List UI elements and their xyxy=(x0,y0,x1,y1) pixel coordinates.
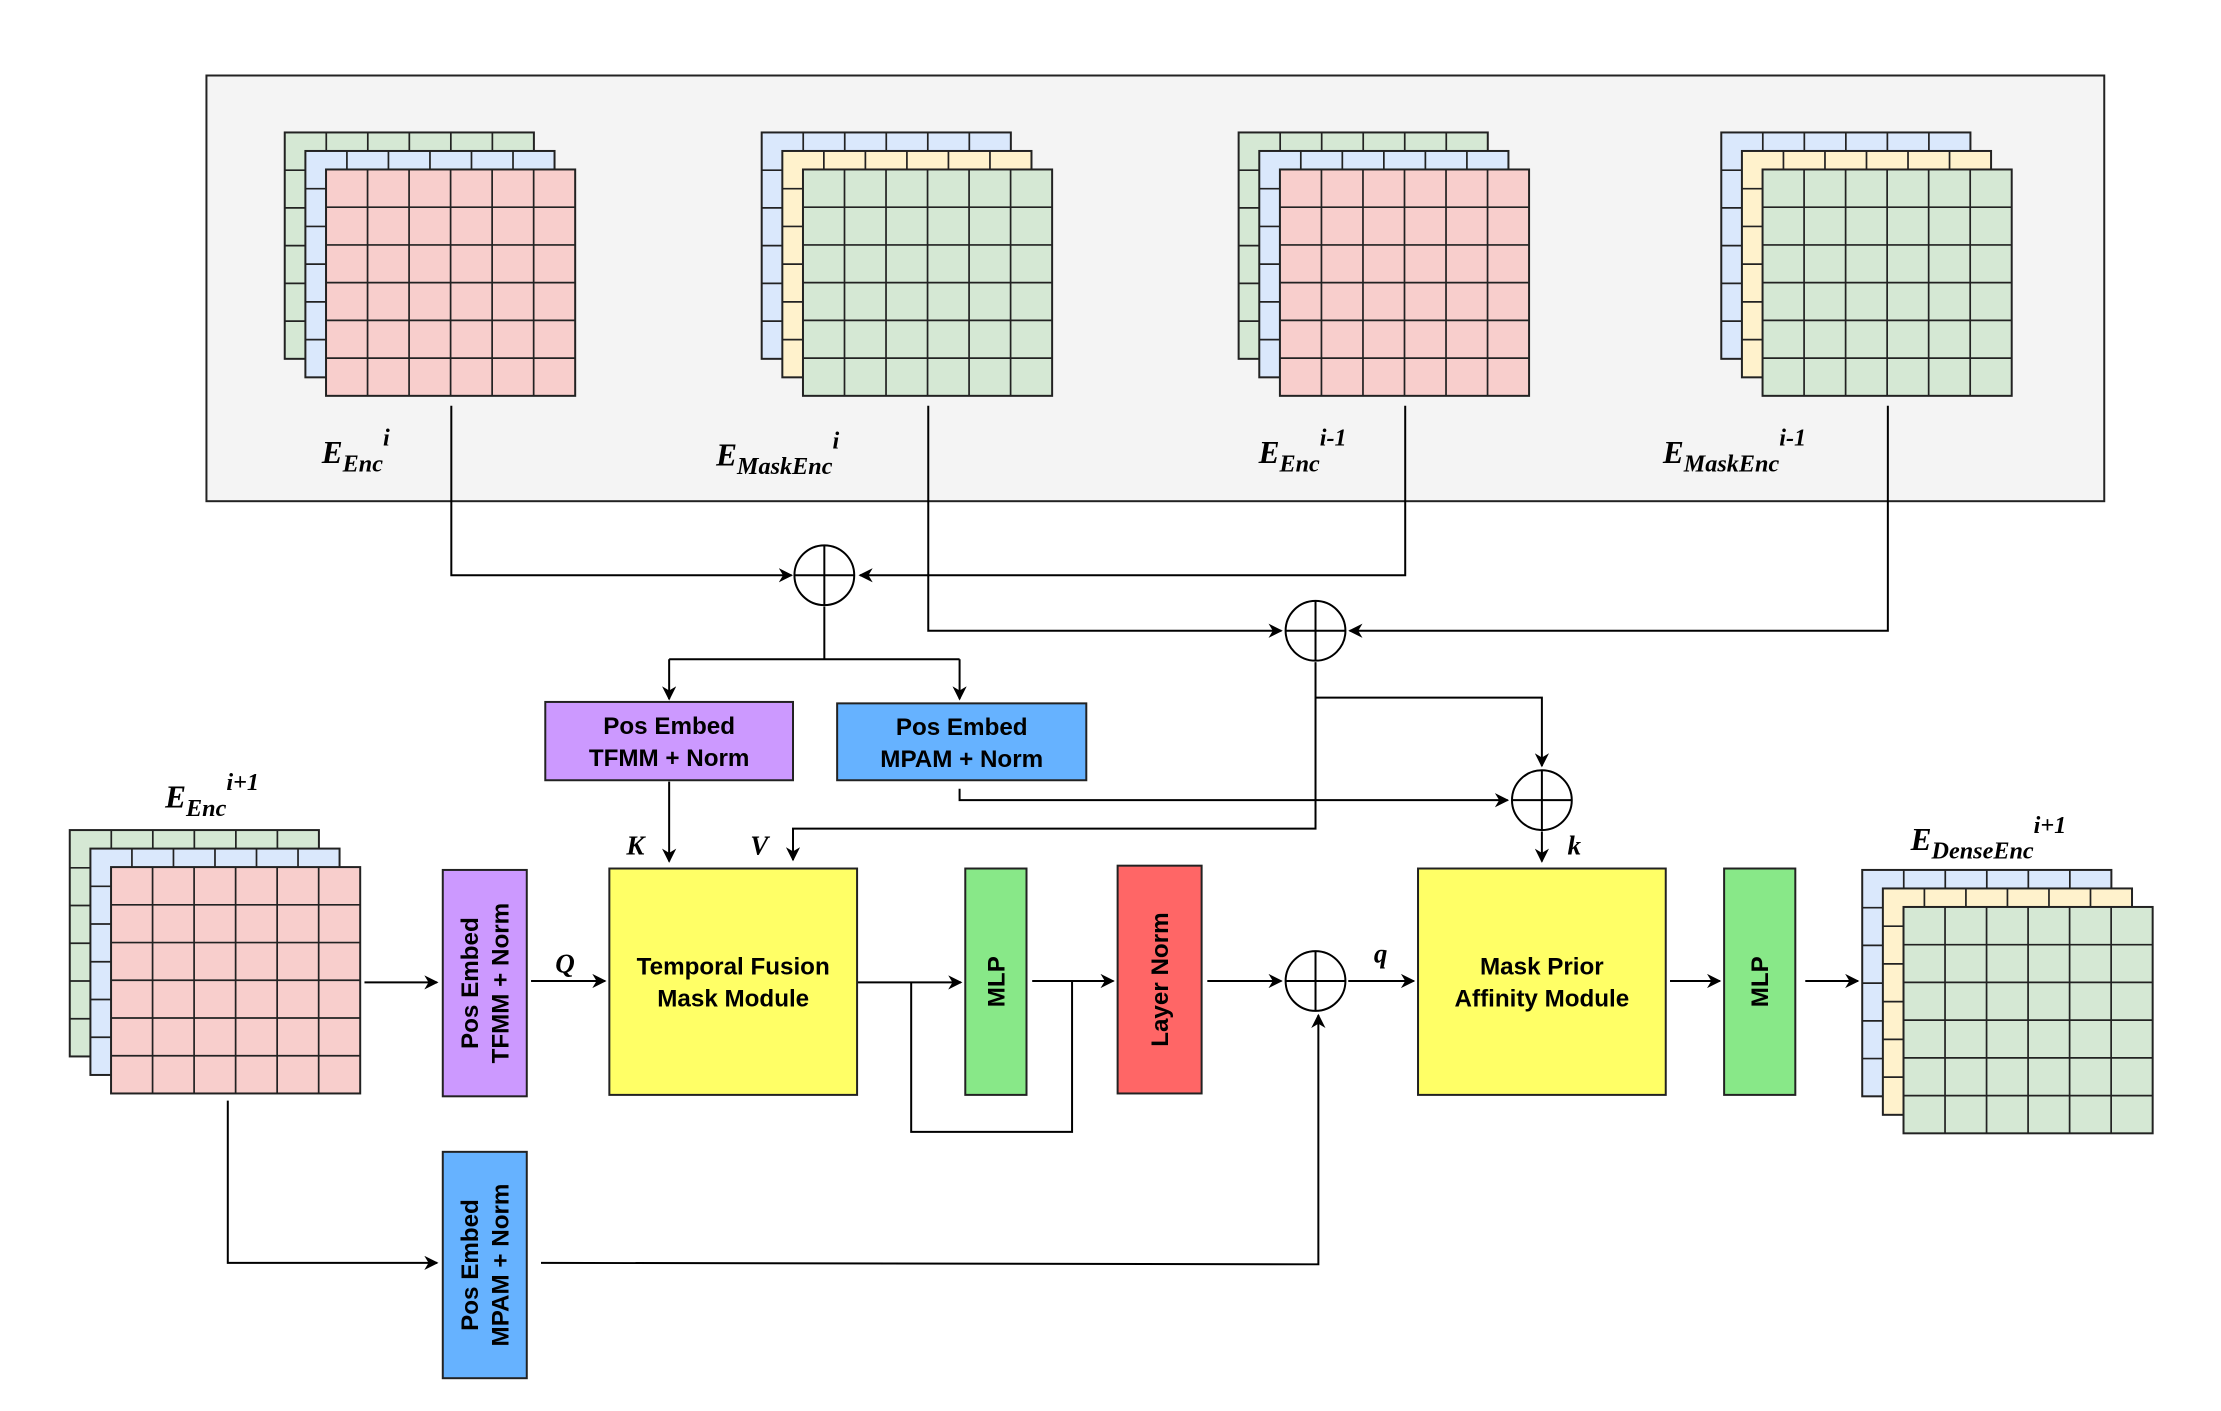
arrow-pos-mpam-to-sum3 xyxy=(958,788,1510,808)
label-line: MLP xyxy=(1747,956,1774,1007)
sum-node-2 xyxy=(1284,599,1347,662)
split-line xyxy=(669,606,960,661)
label-line: MPAM + Norm xyxy=(487,1184,514,1347)
arrow-input-to-pos-mpam xyxy=(226,1100,439,1271)
arrow-pos-mpam-to-sum4 xyxy=(541,1013,1326,1266)
feature-map-layer xyxy=(1278,168,1531,397)
connectors xyxy=(226,405,1889,1271)
plus-sign xyxy=(1285,951,1346,1011)
label-line: Layer Norm xyxy=(1147,912,1174,1046)
label-line: Pos Embed xyxy=(603,713,735,740)
stack-enc-i-1 xyxy=(1237,131,1531,397)
label-enc-i: EEnci xyxy=(321,425,390,478)
stack-maskenc-i xyxy=(760,131,1054,397)
mlp-block-1-body xyxy=(964,867,1028,1096)
residual-skip xyxy=(910,980,1074,1133)
label-line: Pos Embed xyxy=(457,1199,484,1331)
arrow-enc-i-to-sum1 xyxy=(450,405,794,583)
label-K: K xyxy=(625,830,646,860)
label-line: Temporal Fusion xyxy=(637,954,830,981)
mlp-block-2-label: MLP xyxy=(1747,956,1774,1007)
feature-stacks xyxy=(68,131,2154,1135)
feature-map-layer xyxy=(110,866,362,1095)
layer-norm-block-label: Layer Norm xyxy=(1147,912,1174,1046)
arrow-sum2-to-sum3 xyxy=(1315,696,1550,768)
feature-map-layer xyxy=(1902,905,2154,1135)
layer-norm-block-body xyxy=(1116,864,1203,1095)
arrow-sum2-to-v xyxy=(785,662,1317,862)
layer-norm-block: Layer Norm xyxy=(1116,864,1203,1095)
stack-enc-i+1 xyxy=(68,829,362,1095)
mask-prior-affinity-module-body xyxy=(1417,867,1667,1096)
label-maskenc-i: EMaskEnci xyxy=(715,428,839,481)
pos-embed-tfmm-side-body xyxy=(441,868,528,1098)
label-enc-i+1: EEnci+1 xyxy=(164,769,259,822)
arrow-maskenc-i-to-sum2 xyxy=(927,405,1283,638)
label-line: MPAM + Norm xyxy=(880,746,1043,773)
plus-sign xyxy=(1285,600,1346,661)
mlp-block-1-label: MLP xyxy=(983,956,1010,1007)
label-line: Mask Module xyxy=(657,986,809,1013)
sum-node-1 xyxy=(793,544,856,607)
label-Q: Q xyxy=(555,948,575,978)
stack-enc-i xyxy=(283,131,577,397)
label-line: Mask Prior xyxy=(1480,954,1604,981)
label-maskenc-i-1: EMaskEnci-1 xyxy=(1662,425,1806,478)
plus-sign xyxy=(1511,770,1572,831)
label-k: k xyxy=(1568,830,1582,860)
mlp-block-2-body xyxy=(1723,867,1797,1096)
arrow-enc-i-1-to-sum1 xyxy=(858,405,1407,583)
mlp-block-2: MLP xyxy=(1723,867,1797,1096)
temporal-fusion-mask-module-body xyxy=(608,867,859,1096)
feature-map-layer xyxy=(325,168,577,397)
mlp-block-1: MLP xyxy=(964,867,1028,1096)
label-enc-i-1: EEnci-1 xyxy=(1258,425,1347,478)
label-line: Pos Embed xyxy=(457,917,484,1049)
plus-sign xyxy=(794,545,855,606)
arrow-maskenc-i-1-to-sum2 xyxy=(1348,405,1889,638)
stack-denseenc-i+1 xyxy=(1861,868,2154,1135)
label-line: TFMM + Norm xyxy=(487,903,514,1064)
pos-embed-mpam-top-body xyxy=(836,702,1088,782)
feature-map-layer xyxy=(801,168,1054,397)
label-V: V xyxy=(750,830,770,860)
stack-maskenc-i-1 xyxy=(1720,131,2013,397)
sum-node-4 xyxy=(1284,950,1347,1012)
pos-embed-mpam-side-body xyxy=(441,1150,528,1380)
label-line: Affinity Module xyxy=(1455,986,1630,1013)
label-q: q xyxy=(1374,938,1388,968)
feature-map-layer xyxy=(1761,168,2013,397)
label-line: TFMM + Norm xyxy=(589,745,750,772)
label-line: Pos Embed xyxy=(896,714,1028,741)
sum-node-3 xyxy=(1510,769,1573,832)
label-denseenc-i+1: EDenseEnci+1 xyxy=(1910,812,2067,865)
label-line: MLP xyxy=(983,956,1010,1007)
pos-embed-tfmm-top-body xyxy=(544,700,795,782)
